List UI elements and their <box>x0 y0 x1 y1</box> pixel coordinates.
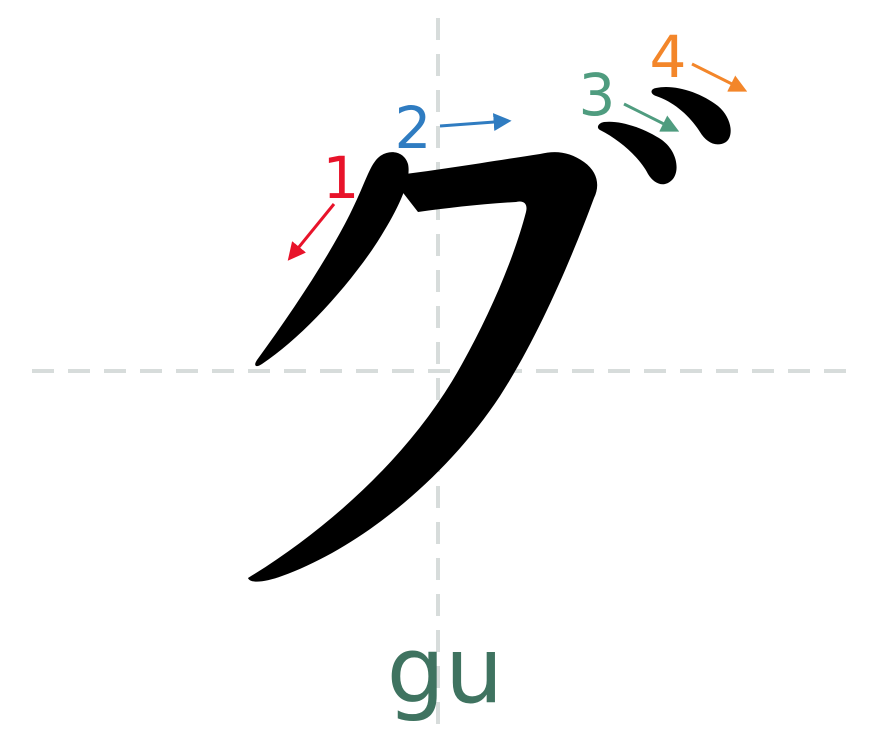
stroke-direction-arrow-1 <box>287 203 336 261</box>
romaji-reading: gu <box>387 617 504 724</box>
stroke-direction-arrow-4 <box>691 62 748 92</box>
stroke-direction-arrow-2 <box>439 113 512 132</box>
stroke-number-group-1: 1 <box>287 144 360 261</box>
stroke-number-group-3: 3 <box>579 61 680 132</box>
katakana-character <box>248 86 731 582</box>
stroke-number-group-2: 2 <box>395 94 512 162</box>
character-stroke-1 <box>255 152 409 367</box>
stroke-number-group-4: 4 <box>650 23 748 92</box>
character-stroke-2 <box>248 152 598 582</box>
stroke-number-4: 4 <box>650 23 687 91</box>
character-stroke-4 <box>651 86 731 145</box>
character-stroke-3 <box>597 121 677 185</box>
stroke-number-2: 2 <box>395 94 432 162</box>
stroke-direction-arrow-3 <box>623 102 680 132</box>
stroke-number-3: 3 <box>579 61 616 129</box>
stroke-number-1: 1 <box>323 144 360 212</box>
